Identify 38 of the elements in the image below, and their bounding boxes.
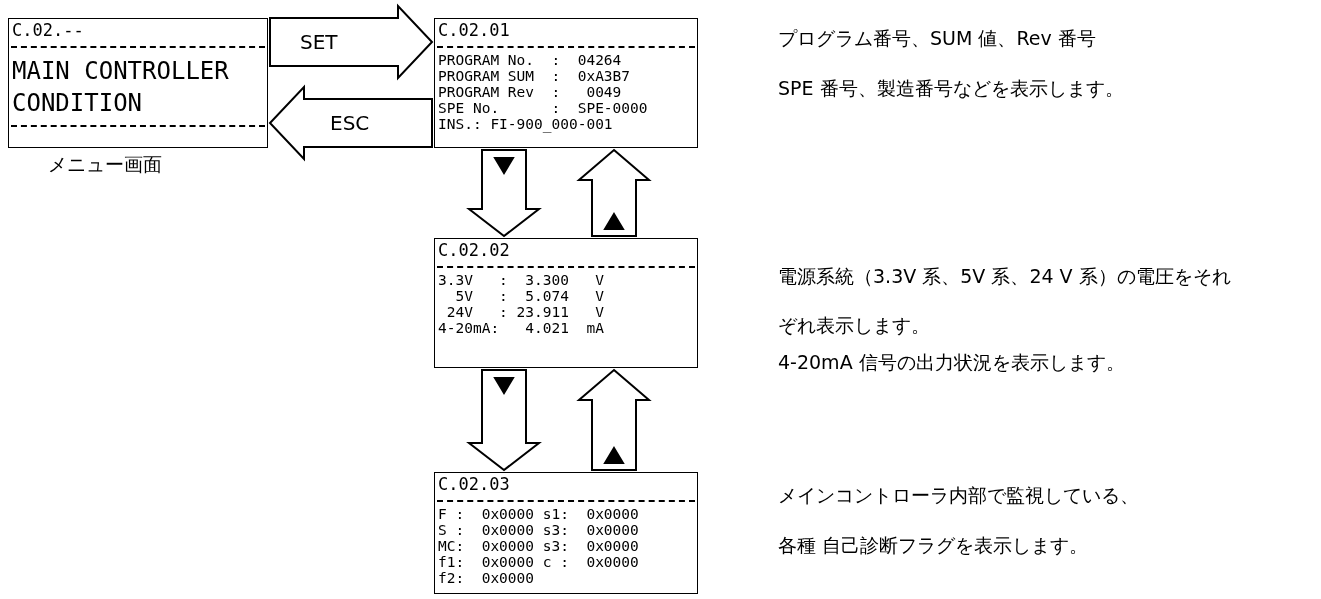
description-text: SPE 番号、製造番号などを表示します。 [778, 76, 1124, 100]
screen-line: F : 0x0000 s1: 0x0000 [438, 507, 639, 522]
edge-label: SET [300, 31, 338, 53]
block-arrow [466, 149, 542, 238]
edge-label: ESC [330, 112, 370, 134]
description-text: 4-20mA 信号の出力状況を表示します。 [778, 350, 1125, 374]
block-arrow [576, 368, 652, 471]
description-text: メインコントローラ内部で監視している、 [778, 483, 1139, 507]
description-text: 電源系統（3.3V 系、5V 系、24 V 系）の電圧をそれぞれ表示します。 [778, 264, 1232, 338]
screen-line: f1: 0x0000 c : 0x0000 [438, 555, 639, 570]
screen-title: C.02.03 [438, 474, 510, 494]
screen-line: PROGRAM Rev : 0049 [438, 85, 622, 100]
screen-line: SPE No. : SPE-0000 [438, 101, 648, 116]
screen-line: S : 0x0000 s3: 0x0000 [438, 523, 639, 538]
block-arrow [576, 148, 652, 237]
screen-line: 5V : 5.074 V [454, 289, 604, 304]
block-arrow [269, 3, 434, 81]
screen-text: MAIN CONTROLLER CONDITION [12, 56, 230, 119]
lcd-screen [434, 472, 698, 594]
block-arrow [268, 84, 433, 162]
screen-line: 3.3V : 3.300 V [438, 273, 604, 288]
screen-title: C.02.01 [438, 20, 510, 40]
screen-line: 24V : 23.911 V [445, 305, 604, 320]
screen-line: 4-20mA: 4.021 mA [438, 321, 604, 336]
description-text: 各種 自己診断フラグを表示します。 [778, 533, 1089, 557]
screen-line: MC: 0x0000 s3: 0x0000 [438, 539, 639, 554]
lcd-screen [8, 18, 268, 148]
screen-line: f2: 0x0000 [438, 571, 535, 586]
description-text: プログラム番号、SUM 値、Rev 番号 [778, 26, 1096, 50]
lcd-screen [434, 18, 698, 148]
screen-line: INS.: FI-900_000-001 [438, 117, 613, 132]
lcd-screen [434, 238, 698, 368]
screen-line: PROGRAM SUM : 0xA3B7 [438, 69, 631, 84]
screen-line: PROGRAM No. : 04264 [438, 53, 622, 68]
block-arrow [466, 369, 542, 472]
screen-caption: メニュー画面 [48, 152, 162, 176]
screen-title: C.02.-- [12, 20, 84, 40]
screen-title: C.02.02 [438, 240, 510, 260]
